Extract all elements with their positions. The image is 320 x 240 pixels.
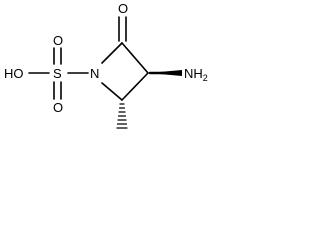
hydroxyl-label: HO <box>4 66 24 81</box>
chemical-structure-drawing: HO S O O N O NH2 <box>4 1 208 129</box>
molecule-canvas: HO S O O N O NH2 <box>0 0 217 148</box>
hashed-bond-methyl <box>116 103 128 129</box>
amino-nh-label: NH <box>184 66 203 81</box>
carbonyl-oxygen-label: O <box>118 1 128 16</box>
sulfonyl-oxygen-bottom-label: O <box>53 100 63 115</box>
amino-group-label: NH2 <box>184 66 208 83</box>
bond-nitrogen-carbonyl-carbon <box>101 42 123 64</box>
bond-amino-carbon-methyl-carbon <box>121 72 149 101</box>
ring-nitrogen-label: N <box>90 66 99 81</box>
bond-carbonyl-carbon-amino-carbon <box>121 42 149 74</box>
amino-subscript-label: 2 <box>203 73 208 83</box>
sulfonyl-oxygen-top-label: O <box>53 33 63 48</box>
bond-methyl-carbon-nitrogen <box>101 82 123 101</box>
sulfur-label: S <box>53 66 62 81</box>
